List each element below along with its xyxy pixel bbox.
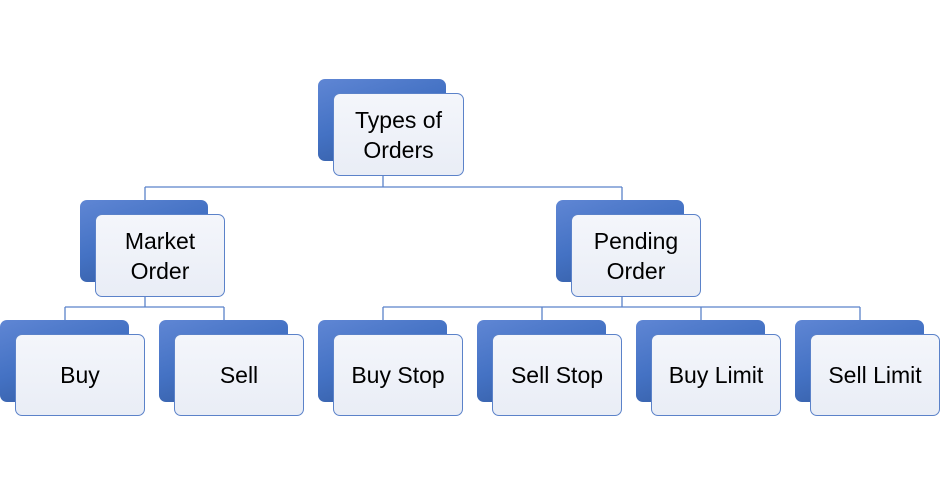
node-sell-stop: Sell Stop xyxy=(477,320,622,416)
node-label-buy: Buy xyxy=(15,334,145,416)
node-buy-limit: Buy Limit xyxy=(636,320,781,416)
node-sell-limit: Sell Limit xyxy=(795,320,940,416)
node-label-buy-limit: Buy Limit xyxy=(651,334,781,416)
node-label-buy-stop: Buy Stop xyxy=(333,334,463,416)
node-label-sell: Sell xyxy=(174,334,304,416)
node-label-sell-stop: Sell Stop xyxy=(492,334,622,416)
node-types-of-orders: Types of Orders xyxy=(318,79,464,176)
node-buy-stop: Buy Stop xyxy=(318,320,463,416)
node-label-market-order: Market Order xyxy=(95,214,225,297)
node-pending-order: Pending Order xyxy=(556,200,701,297)
node-buy: Buy xyxy=(0,320,145,416)
node-market-order: Market Order xyxy=(80,200,225,297)
node-label-types-of-orders: Types of Orders xyxy=(333,93,464,176)
node-label-pending-order: Pending Order xyxy=(571,214,701,297)
node-label-sell-limit: Sell Limit xyxy=(810,334,940,416)
node-sell: Sell xyxy=(159,320,304,416)
